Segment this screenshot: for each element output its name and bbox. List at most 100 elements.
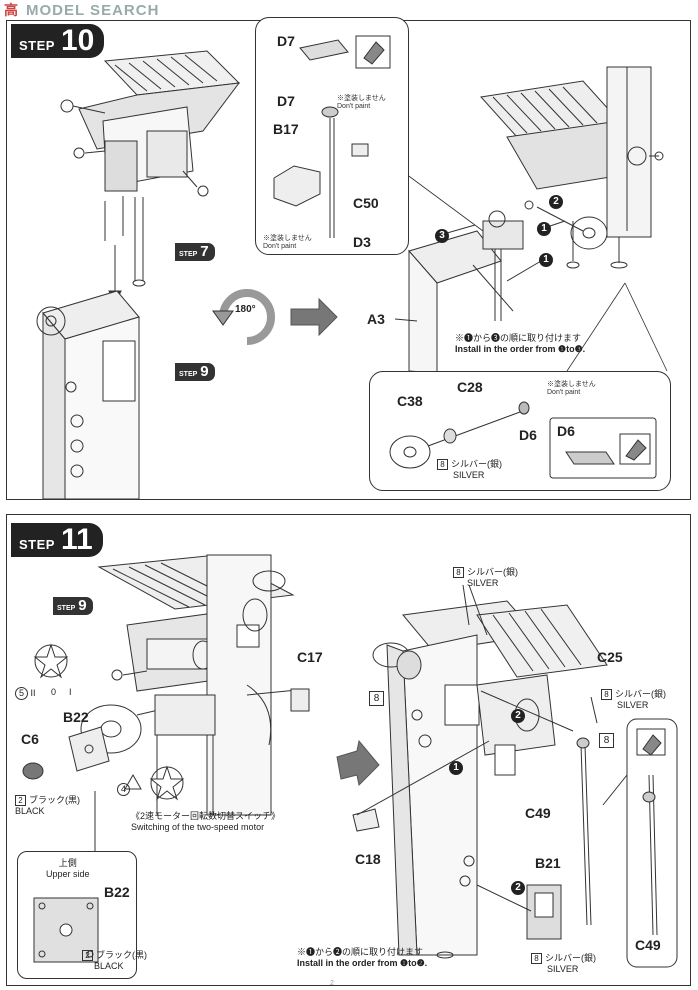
- step9-ref-num: 9: [200, 363, 209, 380]
- note-order-step10-jp: ※❶から❸の順に取り付けます: [455, 333, 582, 343]
- step10-badge-number: 10: [60, 24, 95, 57]
- note-no-paint-3-jp: ※塗装しません: [547, 381, 596, 388]
- step7-ref-badge: STEP 7: [175, 243, 215, 261]
- note-order-step10-en: Install in the order from ❶to❸.: [455, 344, 586, 354]
- part-b21-label: B21: [535, 855, 561, 871]
- switch-mark-5-num: 5: [15, 687, 28, 700]
- part-d6-label: D6: [519, 427, 537, 443]
- step10-panel: STEP 10 STEP 7 STEP 9 180° D7 D7 ※塗装しま: [6, 17, 691, 500]
- note-order-step10: ※❶から❸の順に取り付けます Install in the order from…: [455, 333, 585, 355]
- black-jp-c6: ブラック(黒): [29, 795, 80, 805]
- part-d3-label: D3: [353, 234, 371, 250]
- switch-mark-4: 4: [117, 783, 130, 796]
- silver-num-b21: 8: [531, 953, 542, 964]
- callout-2-top: 2: [511, 709, 525, 723]
- part-c6-label: C6: [21, 731, 39, 747]
- switch-mark-i: I: [69, 687, 72, 697]
- note-no-paint-2-jp: ※塗装しません: [263, 235, 312, 242]
- part-a3-label: A3: [367, 311, 385, 327]
- switch-caption-en: Switching of the two-speed motor: [131, 822, 265, 832]
- black-num-b22: 2: [82, 950, 93, 961]
- silver-num-top: 8: [453, 567, 464, 578]
- silver-jp-c25: シルバー(銀): [615, 689, 666, 699]
- part-c50-label: C50: [353, 195, 379, 211]
- note-no-paint-2: ※塗装しません Don't paint: [263, 235, 312, 251]
- step7-ref-num: 7: [200, 243, 209, 260]
- step9-ref-word: STEP: [179, 371, 198, 378]
- upper-side-plate-drawing: [33, 897, 99, 963]
- silver-jp-b21: シルバー(銀): [545, 953, 596, 963]
- step10-badge: STEP 10: [11, 24, 105, 58]
- step9-ref-badge: STEP 9: [175, 363, 215, 381]
- silver-num-step10: 8: [437, 459, 448, 470]
- step10-illustration: [36, 50, 668, 499]
- step11-badge-word: STEP: [19, 537, 55, 552]
- callout-1-mid: 1: [449, 761, 463, 775]
- black-jp-b22: ブラック(黒): [96, 950, 147, 960]
- part-c49-inset-label: C49: [635, 937, 661, 953]
- part-c38-label: C38: [397, 393, 423, 409]
- black-en-c6: BLACK: [15, 806, 45, 816]
- inset-handwheel-drawing: [389, 401, 657, 479]
- silver-en-c25: SILVER: [617, 700, 649, 710]
- upper-side-en: Upper side: [46, 869, 90, 879]
- part-d7-label: D7: [277, 93, 295, 109]
- upper-side-jp: 上側: [58, 858, 77, 868]
- part-c18-label: C18: [355, 851, 381, 867]
- step11-badge-number: 11: [60, 523, 93, 556]
- switch-mark-ii: II: [30, 688, 36, 698]
- step10-badge-word: STEP: [19, 38, 55, 53]
- silver-num-c25: 8: [601, 689, 612, 700]
- note-order-step11: ※❶から❷の順に取り付けます Install in the order from…: [297, 947, 427, 969]
- part-d6-box-label: D6: [557, 423, 575, 439]
- step7-ref-word: STEP: [179, 251, 198, 258]
- part-d7-top-label: D7: [277, 33, 295, 49]
- part-c28-label: C28: [457, 379, 483, 395]
- watermark-logo: 高: [4, 2, 18, 18]
- part-c49-label: C49: [525, 805, 551, 821]
- silver-en-top: SILVER: [467, 578, 499, 588]
- silver-jp-step10: シルバー(銀): [451, 459, 502, 469]
- upper-side-label: 上側 Upper side: [46, 858, 90, 880]
- black-num-c6: 2: [15, 795, 26, 806]
- note-no-paint-1-jp: ※塗装しません: [337, 95, 386, 102]
- step9-ref-badge-b: STEP 9: [53, 597, 93, 615]
- note-no-paint-1-en: Don't paint: [337, 103, 371, 110]
- callout-2: 2: [549, 195, 563, 209]
- silver-box-8b: 8: [599, 733, 614, 748]
- note-no-paint-3-en: Don't paint: [547, 389, 581, 396]
- step9b-ref-num: 9: [78, 597, 87, 614]
- note-order-step11-en: Install in the order from ❶to❷.: [297, 958, 428, 968]
- callout-1b: 1: [539, 253, 553, 267]
- step10-inset-handwheel: [369, 371, 671, 491]
- step10-inset-d7-b17: [255, 17, 409, 255]
- switch-caption-jp: 《2速モーター回転数切替スイッチ》: [131, 811, 281, 821]
- part-c17-label: C17: [297, 649, 323, 665]
- callout-3: 3: [435, 229, 449, 243]
- part-c25-label: C25: [597, 649, 623, 665]
- part-b22-label: B22: [63, 709, 89, 725]
- watermark-text: MODEL SEARCH: [26, 2, 160, 19]
- note-order-step11-jp: ※❶から❷の順に取り付けます: [297, 947, 424, 957]
- part-b22-inset-label: B22: [104, 884, 130, 900]
- step11-badge: STEP 11: [11, 523, 103, 557]
- inset-d7-b17-drawing: [273, 35, 391, 238]
- note-no-paint-3: ※塗装しません Don't paint: [547, 381, 596, 397]
- note-no-paint-1: ※塗装しません Don't paint: [337, 95, 386, 111]
- switch-mark-5: 5 II: [15, 687, 36, 700]
- switch-mark-0: 0: [51, 687, 57, 697]
- silver-en-step10: SILVER: [453, 470, 485, 480]
- page-footer: 2: [330, 980, 334, 987]
- part-b17-label: B17: [273, 121, 299, 137]
- switch-caption: 《2速モーター回転数切替スイッチ》 Switching of the two-s…: [131, 811, 280, 833]
- callout-1a: 1: [537, 222, 551, 236]
- silver-box-8a: 8: [369, 691, 384, 706]
